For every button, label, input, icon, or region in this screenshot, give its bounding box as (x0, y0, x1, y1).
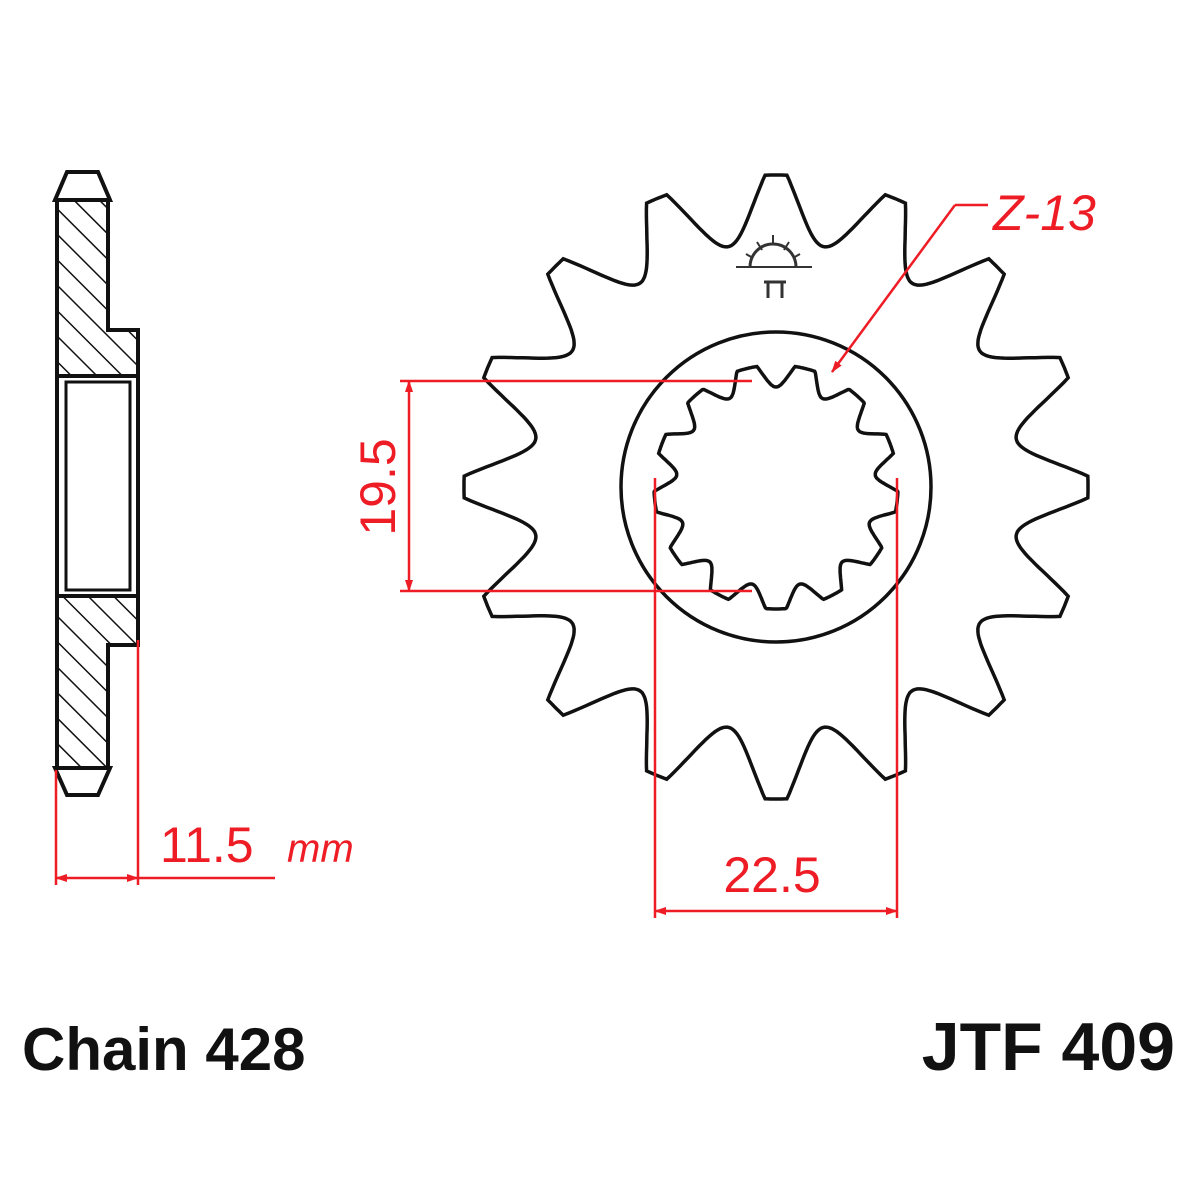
bore-inner (64, 380, 132, 592)
sprocket-outline (462, 173, 1090, 801)
upper-body-section (55, 198, 140, 378)
part-number: JTF 409 (922, 1009, 1175, 1085)
inner-dimension-value: 19.5 (350, 438, 406, 535)
thickness-dimension (54, 640, 275, 885)
chain-label: Chain 428 (22, 1016, 305, 1083)
upper-tooth-tip (51, 170, 114, 202)
jt-logo (736, 235, 812, 298)
inner-dimension (400, 379, 752, 593)
tooth-count-label: Z-13 (992, 185, 1096, 241)
spline-dimension (653, 478, 899, 918)
bore-section (55, 374, 140, 598)
lower-body-section (55, 594, 140, 770)
thickness-unit: mm (287, 827, 354, 871)
spline-bore (652, 364, 900, 611)
lower-tooth-tip (51, 766, 114, 797)
tooth-count-leader (830, 203, 988, 373)
spline-dimension-value: 22.5 (723, 847, 820, 903)
side-profile (51, 170, 140, 797)
thickness-value: 11.5 (160, 817, 254, 873)
hub-circle (619, 330, 933, 644)
